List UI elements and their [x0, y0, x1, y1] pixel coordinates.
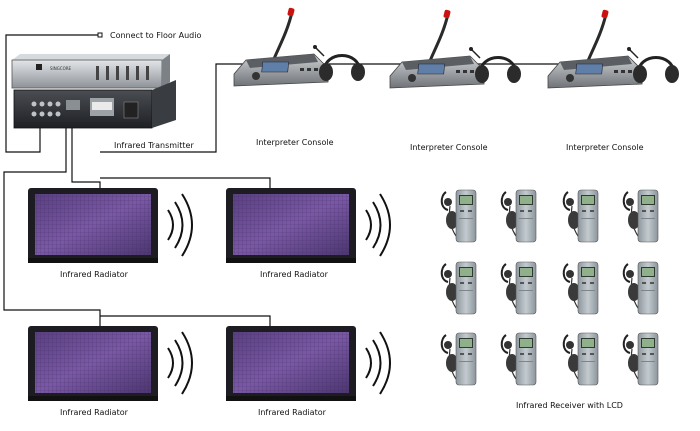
floor-audio-terminal: [97, 32, 103, 38]
radiator-label-1: Infrared Radiator: [60, 270, 129, 279]
console-label-3: Interpreter Console: [566, 143, 644, 152]
receiver-r3c1: [440, 332, 477, 386]
receiver-r2c1: [440, 261, 477, 315]
infrared-radiator-1: [27, 187, 193, 264]
console-label-2: Interpreter Console: [410, 143, 488, 152]
infrared-radiator-2: [225, 187, 391, 264]
receiver-r3c2: [500, 332, 537, 386]
radiator-label-4: Infrared Radiator: [258, 408, 327, 417]
infrared-radiator-4: [225, 325, 391, 402]
interpreter-console-3: [546, 7, 681, 90]
receiver-grid: [440, 189, 659, 386]
infrared-transmitter: SINGCORE: [11, 54, 176, 129]
receiver-r1c4: [622, 189, 659, 243]
infrared-radiator-3: [27, 325, 193, 402]
receiver-r2c4: [622, 261, 659, 315]
radiator-label-3: Infrared Radiator: [60, 408, 129, 417]
receiver-r3c3: [562, 332, 599, 386]
transmitter-brand: SINGCORE: [50, 66, 72, 71]
radiator-label-2: Infrared Radiator: [260, 270, 329, 279]
floor-audio-label: Connect to Floor Audio: [110, 31, 201, 40]
receiver-r2c2: [500, 261, 537, 315]
receiver-label: Infrared Receiver with LCD: [516, 401, 623, 410]
interpreter-console-1: [232, 5, 367, 88]
receiver-r2c3: [562, 261, 599, 315]
interpreter-console-2: [388, 7, 523, 90]
receiver-r1c3: [562, 189, 599, 243]
receiver-r1c1: [440, 189, 477, 243]
receiver-r1c2: [500, 189, 537, 243]
receiver-r3c4: [622, 332, 659, 386]
console-label-1: Interpreter Console: [256, 138, 334, 147]
transmitter-label: Infrared Transmitter: [114, 141, 194, 150]
